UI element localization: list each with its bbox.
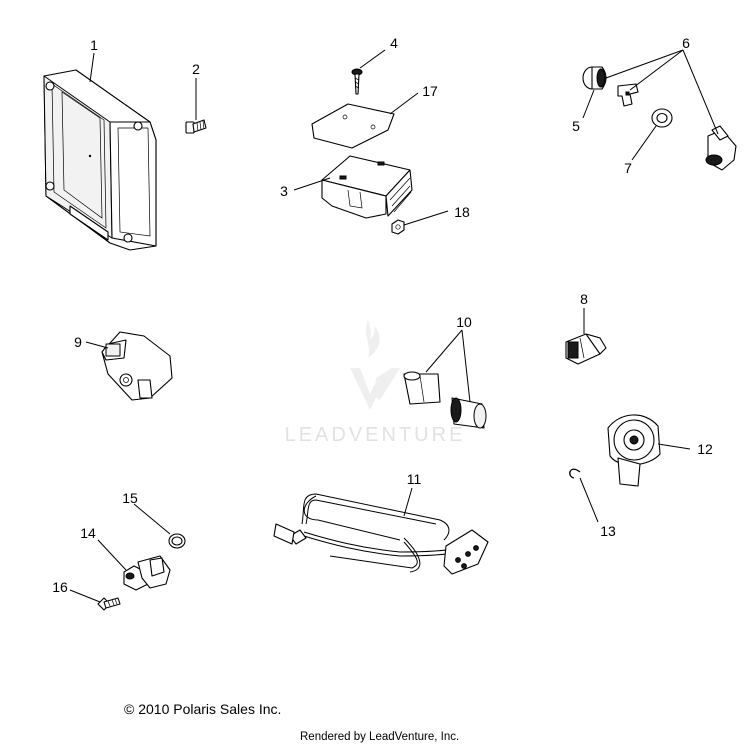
- callout-4: 4: [390, 35, 398, 51]
- callout-10: 10: [456, 314, 472, 330]
- callout-7: 7: [624, 160, 632, 176]
- watermark-text: LEADVENTURE: [285, 424, 466, 446]
- callout-labels: 1 2 3 4 5 6 7 8 9 10 11 12 13 14 15 16 1…: [52, 35, 713, 595]
- callout-16: 16: [52, 579, 68, 595]
- leader-6c: [682, 49, 719, 135]
- leader-lines: [69, 49, 719, 603]
- callout-5: 5: [572, 118, 580, 134]
- leader-3: [293, 177, 331, 191]
- leader-14: [97, 539, 127, 571]
- part-8-sensor: [565, 333, 607, 365]
- leader-6a: [605, 49, 684, 79]
- part-18-nut: [391, 219, 405, 235]
- part-7-grommet: [651, 108, 673, 128]
- leader-16: [69, 589, 101, 603]
- callout-15: 15: [122, 490, 138, 506]
- callout-8: 8: [580, 291, 588, 307]
- callout-12: 12: [697, 441, 713, 457]
- leader-6b: [629, 49, 684, 91]
- part-13-clip: [569, 468, 581, 479]
- leader-10a: [425, 329, 463, 373]
- part-5-cap: [582, 66, 607, 90]
- leader-13: [579, 477, 599, 523]
- copyright-text: © 2010 Polaris Sales Inc.: [124, 701, 282, 717]
- leader-1: [89, 52, 95, 83]
- leader-5: [582, 89, 595, 119]
- leader-4: [359, 49, 386, 69]
- part-9-map-sensor: [101, 331, 173, 401]
- part-1-ecu-module: [43, 69, 157, 251]
- callout-17: 17: [422, 83, 438, 99]
- leader-15: [133, 503, 171, 535]
- part-14-cam-sensor: [123, 555, 171, 591]
- part-15-o-ring: [168, 533, 186, 549]
- callout-3: 3: [280, 183, 288, 199]
- leadventure-logo-icon: [350, 320, 400, 410]
- callout-6: 6: [682, 35, 690, 51]
- leader-9: [85, 341, 109, 349]
- leadventure-watermark: LEADVENTURE: [285, 320, 466, 446]
- leader-11: [403, 487, 413, 517]
- callout-14: 14: [80, 525, 96, 541]
- part-16-bolt: [97, 597, 121, 611]
- callout-18: 18: [454, 204, 470, 220]
- part-6-sensor: [705, 125, 737, 171]
- leader-18: [403, 210, 449, 226]
- part-12-knock-sensor: [607, 414, 661, 487]
- leader-17: [389, 92, 419, 115]
- rendered-by-text: Rendered by LeadVenture, Inc.: [300, 731, 460, 743]
- part-6-bracket: [617, 83, 639, 107]
- callout-13: 13: [600, 523, 616, 539]
- leader-10b: [461, 329, 471, 403]
- callout-1: 1: [90, 37, 98, 53]
- part-3-fuse-box: [321, 155, 413, 219]
- part-10-connector-seal-b: [450, 397, 487, 429]
- leader-12: [657, 443, 691, 450]
- leader-7: [631, 125, 657, 161]
- part-17-cover-gasket: [311, 103, 395, 149]
- part-11-wire-harness: [273, 493, 489, 575]
- part-10-connector-seal-a: [403, 371, 441, 405]
- callout-2: 2: [192, 61, 200, 77]
- callout-11: 11: [407, 471, 422, 487]
- callout-9: 9: [74, 334, 82, 350]
- part-2-bolt: [185, 119, 207, 134]
- part-4-screw: [351, 68, 363, 95]
